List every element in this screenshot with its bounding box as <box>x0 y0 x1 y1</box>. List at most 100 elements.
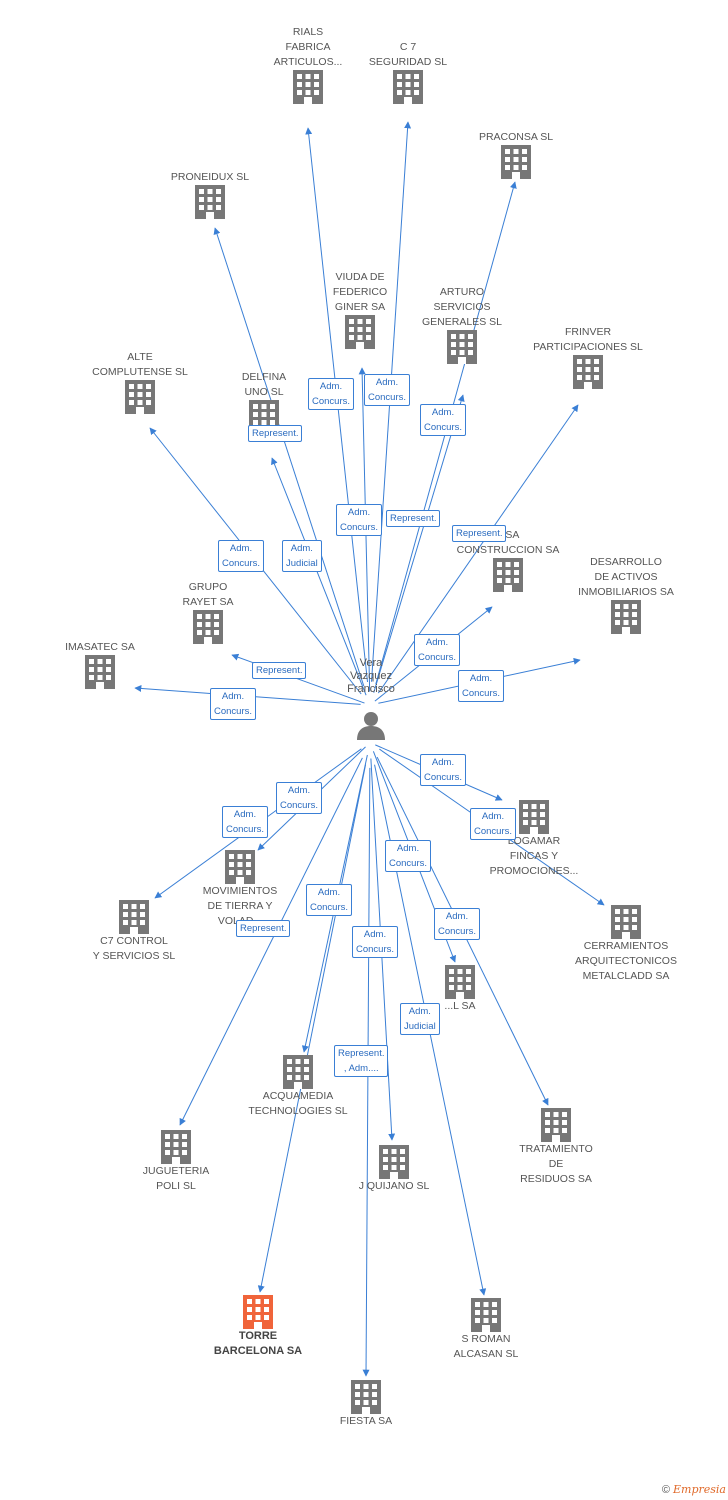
edge-arturo <box>373 394 465 693</box>
edge-label[interactable]: Represent. <box>386 510 441 527</box>
company-node-desarrollo[interactable]: DESARROLLO DE ACTIVOS INMOBILIARIOS SA <box>566 555 686 634</box>
edge-label[interactable]: Adm. Concurs. <box>458 670 505 702</box>
edge-label[interactable]: Adm. Concurs. <box>434 908 481 940</box>
building-icon <box>119 900 149 934</box>
company-node-viuda[interactable]: VIUDA DE FEDERICO GINER SA <box>300 270 420 349</box>
company-node-c7seg[interactable]: C 7 SEGURIDAD SL <box>348 40 468 104</box>
edge-label[interactable]: Adm. Concurs. <box>420 404 467 436</box>
company-node-movimientos[interactable]: MOVIMIENTOS DE TIERRA Y VOLAD... <box>180 850 300 929</box>
company-node-acquamedia[interactable]: ACQUAMEDIA TECHNOLOGIES SL <box>238 1055 358 1119</box>
company-node-imasatec[interactable]: IMASATEC SA <box>40 640 160 689</box>
company-name: FRINVER PARTICIPACIONES SL <box>533 326 643 353</box>
building-icon <box>125 380 155 414</box>
edge-label[interactable]: Represent. <box>452 525 507 542</box>
company-node-praconsa[interactable]: PRACONSA SL <box>456 130 576 179</box>
building-icon <box>345 315 375 349</box>
company-name: ...L SA <box>444 1000 476 1012</box>
building-icon <box>501 145 531 179</box>
company-name: S ROMAN ALCASAN SL <box>453 1333 519 1360</box>
company-name: TORRE BARCELONA SA <box>213 1330 303 1357</box>
edge-label[interactable]: Adm. Concurs. <box>306 884 353 916</box>
edge-delfina <box>271 457 367 696</box>
company-node-jugueteria[interactable]: JUGUETERIA POLI SL <box>116 1130 236 1194</box>
company-node-frinver[interactable]: FRINVER PARTICIPACIONES SL <box>528 325 648 389</box>
building-icon <box>85 655 115 689</box>
company-node-sroman[interactable]: S ROMAN ALCASAN SL <box>426 1298 546 1362</box>
edge-proneidux <box>213 227 365 687</box>
company-name: JUGUETERIA POLI SL <box>142 1165 210 1192</box>
company-node-grupo[interactable]: GRUPO RAYET SA <box>148 580 268 644</box>
building-icon <box>445 965 475 999</box>
company-name: PRACONSA SL <box>478 131 554 143</box>
company-node-jquijano[interactable]: J QUIJANO SL <box>334 1145 454 1194</box>
company-node-torre[interactable]: TORRE BARCELONA SA <box>198 1295 318 1359</box>
company-name: TRATAMIENTO DE RESIDUOS SA <box>519 1143 593 1185</box>
edge-label[interactable]: Adm. Concurs. <box>385 840 432 872</box>
company-node-tratamiento[interactable]: TRATAMIENTO DE RESIDUOS SA <box>496 1108 616 1187</box>
company-node-rials[interactable]: RIALS FABRICA ARTICULOS... <box>248 25 368 104</box>
building-icon <box>611 600 641 634</box>
company-node-cerramientos[interactable]: CERRAMIENTOS ARQUITECTONICOS METALCLADD … <box>566 905 686 984</box>
company-name: C 7 SEGURIDAD SL <box>368 41 448 68</box>
edge-label[interactable]: Represent. <box>236 920 291 937</box>
edge-label[interactable]: Adm. Judicial <box>282 540 322 572</box>
edge-label[interactable]: Adm. Concurs. <box>420 754 467 786</box>
company-name: ALTE COMPLUTENSE SL <box>92 351 188 378</box>
building-icon <box>225 850 255 884</box>
edge-label[interactable]: Adm. Concurs. <box>364 374 411 406</box>
company-node-delfina[interactable]: DELFINA UNO SL <box>204 370 324 434</box>
edge-label[interactable]: Adm. Concurs. <box>414 634 461 666</box>
edge-torre <box>257 764 367 1293</box>
edge-frinver <box>377 404 579 694</box>
building-icon <box>379 1145 409 1179</box>
building-icon <box>541 1108 571 1142</box>
edge-label[interactable]: Represent. , Adm.... <box>334 1045 389 1077</box>
building-icon <box>611 905 641 939</box>
building-icon <box>243 1295 273 1329</box>
company-name: ARTURO SERVICIOS GENERALES SL <box>422 286 502 328</box>
company-node-logamar[interactable]: LOGAMAR FINCAS Y PROMOCIONES... <box>474 800 594 879</box>
company-name: VIUDA DE FEDERICO GINER SA <box>332 271 388 313</box>
company-node-proneidux[interactable]: PRONEIDUX SL <box>150 170 270 219</box>
edge-label[interactable]: Adm. Concurs. <box>470 808 517 840</box>
building-icon <box>493 558 523 592</box>
building-icon <box>351 1380 381 1414</box>
edge-label[interactable]: Adm. Concurs. <box>336 504 383 536</box>
building-icon <box>573 355 603 389</box>
edge-label[interactable]: Represent. <box>248 425 303 442</box>
company-name: IMASATEC SA <box>65 641 135 653</box>
center-person[interactable]: Vera Vazquez Francisco <box>326 657 416 740</box>
company-name: PRONEIDUX SL <box>170 171 250 183</box>
company-name: DESARROLLO DE ACTIVOS INMOBILIARIOS SA <box>578 556 674 598</box>
person-icon <box>357 712 385 740</box>
company-node-alte[interactable]: ALTE COMPLUTENSE SL <box>80 350 200 414</box>
company-name: CERRAMIENTOS ARQUITECTONICOS METALCLADD … <box>575 940 677 982</box>
building-icon <box>283 1055 313 1089</box>
edge-label[interactable]: Adm. Concurs. <box>210 688 257 720</box>
edge-label[interactable]: Adm. Concurs. <box>222 806 269 838</box>
center-person-name: Vera Vazquez Francisco <box>347 657 395 695</box>
company-name: DELFINA UNO SL <box>241 371 287 398</box>
building-icon <box>519 800 549 834</box>
brand-logo[interactable]: Empresia <box>673 1483 726 1496</box>
edge-label[interactable]: Adm. Concurs. <box>308 378 355 410</box>
company-node-lsa[interactable]: ...L SA <box>400 965 520 1014</box>
edge-label[interactable]: Adm. Concurs. <box>352 926 399 958</box>
copyright-icon: © <box>661 1484 670 1496</box>
company-node-fiesta[interactable]: FIESTA SA <box>306 1380 426 1429</box>
building-icon <box>161 1130 191 1164</box>
company-name: ACQUAMEDIA TECHNOLOGIES SL <box>248 1090 348 1117</box>
edge-label[interactable]: Adm. Concurs. <box>218 540 265 572</box>
company-name: LOGAMAR FINCAS Y PROMOCIONES... <box>489 835 579 877</box>
company-name: FIESTA SA <box>339 1415 393 1427</box>
company-name: J QUIJANO SL <box>358 1180 430 1192</box>
edge-label[interactable]: Adm. Judicial <box>400 1003 440 1035</box>
company-node-arturo[interactable]: ARTURO SERVICIOS GENERALES SL <box>402 285 522 364</box>
building-icon <box>447 330 477 364</box>
company-name: GRUPO RAYET SA <box>182 581 234 608</box>
building-icon <box>193 610 223 644</box>
company-node-c7control[interactable]: C7 CONTROL Y SERVICIOS SL <box>74 900 194 964</box>
edge-label[interactable]: Adm. Concurs. <box>276 782 323 814</box>
edge-label[interactable]: Represent. <box>252 662 307 679</box>
